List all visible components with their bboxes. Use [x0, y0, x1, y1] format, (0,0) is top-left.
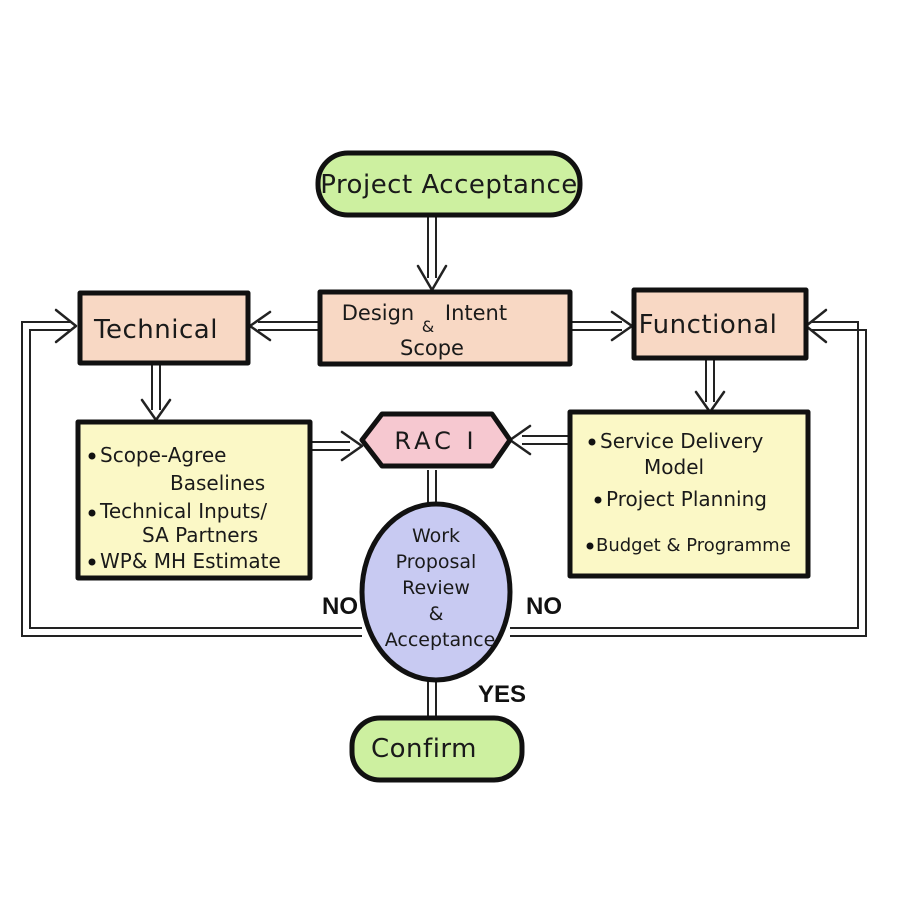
left-item-1: Scope-Agree — [100, 443, 226, 467]
right-item-2: Project Planning — [606, 487, 767, 511]
right-item-3: Budget & Programme — [596, 535, 791, 556]
design-label-line2: Scope — [400, 336, 464, 360]
arrowhead-functional — [610, 310, 634, 342]
edge-design-to-technical — [258, 321, 318, 331]
node-raci-label: RAC I — [394, 427, 477, 455]
node-project-acceptance-label: Project Acceptance — [320, 170, 578, 200]
decision-line-3: Review — [402, 577, 470, 599]
node-raci: RAC I — [359, 411, 513, 469]
node-confirm-label: Confirm — [371, 734, 477, 764]
decision-line-1: Work — [412, 525, 460, 547]
decision-line-5: Acceptance — [385, 629, 496, 651]
node-work-proposal-review: Work Proposal Review & Acceptance — [359, 501, 513, 683]
arrowhead-technical-loop — [54, 308, 78, 344]
bullet-icon — [88, 558, 96, 566]
design-label-amp: & — [422, 317, 434, 336]
arrowhead-raci-left — [340, 430, 364, 462]
edge-decision-to-confirm — [427, 678, 437, 718]
node-technical-label: Technical — [93, 315, 218, 345]
arrowhead-design — [416, 264, 448, 292]
edge-no-right-loop — [510, 321, 867, 637]
node-confirm: Confirm — [349, 715, 525, 783]
right-item-1-cont: Model — [644, 455, 704, 479]
edge-label-yes: YES — [478, 681, 526, 708]
decision-line-4: & — [429, 603, 444, 625]
arrowhead-technical — [248, 310, 272, 342]
node-project-acceptance: Project Acceptance — [315, 150, 583, 218]
bullet-icon — [586, 542, 594, 550]
node-functional: Functional — [631, 287, 809, 361]
edge-label-no-right: NO — [526, 593, 562, 620]
edge-leftbox-to-raci — [310, 441, 350, 451]
edge-design-to-functional — [572, 321, 622, 331]
right-item-1: Service Delivery — [600, 429, 763, 453]
bullet-icon — [88, 509, 96, 517]
edge-functional-to-rightbox — [705, 360, 715, 402]
bullet-icon — [88, 452, 96, 460]
edge-raci-to-decision — [427, 470, 437, 505]
edge-start-to-design — [427, 215, 437, 278]
edge-label-no-left: NO — [322, 593, 358, 620]
edge-rightbox-to-raci — [522, 435, 568, 445]
bullet-icon — [588, 438, 596, 446]
node-design-intent-scope: Design Intent & Scope — [317, 289, 573, 367]
arrowhead-raci-right — [508, 424, 532, 456]
left-item-1-cont: Baselines — [170, 471, 265, 495]
node-functional-label: Functional — [639, 310, 778, 340]
node-technical: Technical — [77, 290, 251, 366]
left-item-2-cont: SA Partners — [142, 523, 258, 547]
left-item-2: Technical Inputs/ — [99, 499, 267, 523]
edge-technical-to-leftbox — [151, 365, 161, 410]
arrowhead-functional-loop — [804, 308, 828, 344]
node-technical-tasks: Scope-Agree Baselines Technical Inputs/ … — [75, 419, 313, 581]
node-functional-tasks: Service Delivery Model Project Planning … — [567, 409, 811, 579]
arrowhead-leftbox — [140, 398, 172, 422]
left-item-3: WP& MH Estimate — [100, 549, 281, 573]
arrowhead-rightbox — [694, 390, 726, 414]
design-label-line1: Design — [342, 301, 415, 325]
bullet-icon — [594, 496, 602, 504]
edge-no-left-loop — [21, 321, 362, 637]
design-label-intent: Intent — [445, 301, 507, 325]
decision-line-2: Proposal — [396, 551, 477, 573]
